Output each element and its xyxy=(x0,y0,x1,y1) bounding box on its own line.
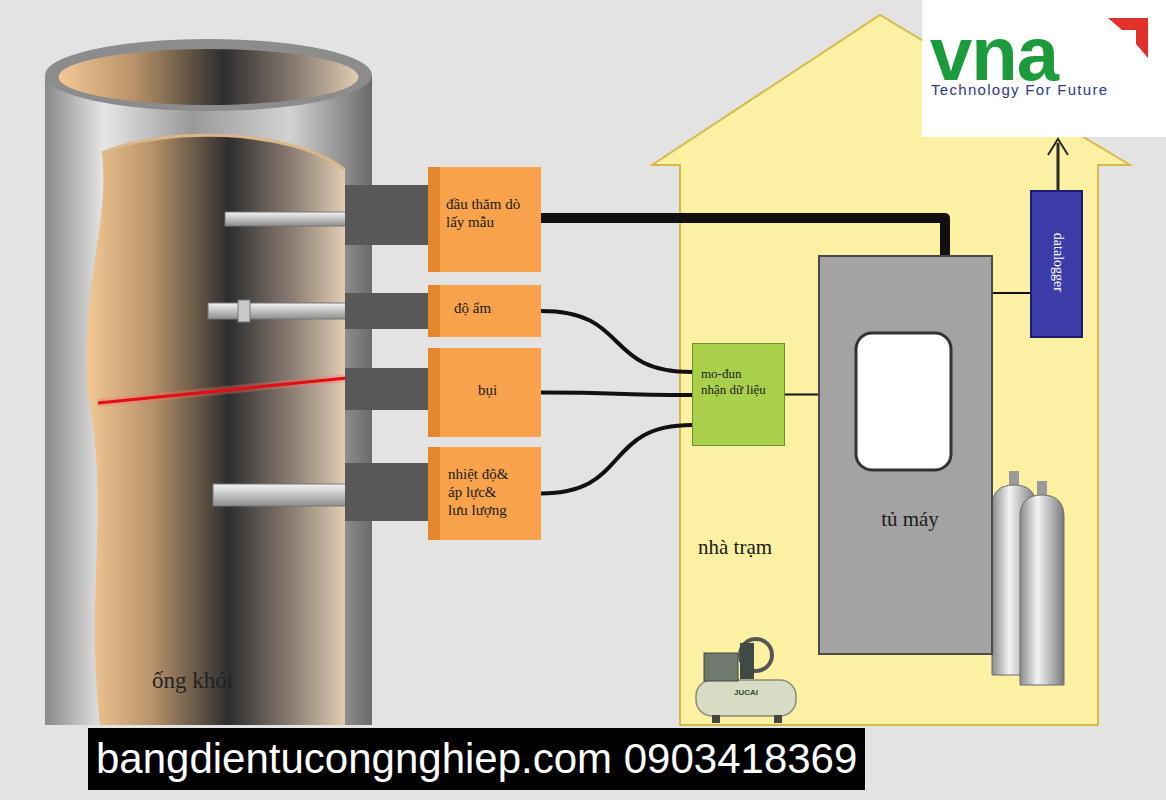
sampling-probe-box: đầu thăm dò lấy mẫu xyxy=(428,167,541,272)
humidity-sensor-box: độ ẩm xyxy=(428,285,541,337)
connector-line xyxy=(785,394,818,396)
connector-line xyxy=(541,218,945,255)
node-text: đầu thăm dò lấy mẫu xyxy=(446,195,532,231)
chimney-illustration xyxy=(40,35,428,735)
watermark: bangdientucongnghiep.com 0903418369 xyxy=(88,728,865,790)
dust-sensor-box: bụi xyxy=(428,348,541,437)
node-text: ống khói xyxy=(152,667,272,695)
node-text: độ ẩm xyxy=(454,299,534,317)
connector-line xyxy=(541,311,692,372)
brand-mark: JUCAI xyxy=(734,688,758,697)
logo-slogan: Technology For Future xyxy=(931,81,1108,99)
connector-line xyxy=(993,292,1030,294)
equipment-cabinet: tủ máy xyxy=(818,255,993,655)
node-text: tủ máy xyxy=(860,507,960,532)
node-text: nhà trạm xyxy=(698,535,818,560)
datalogger-box: datalogger xyxy=(1030,190,1083,338)
connector-line xyxy=(541,425,692,494)
cabinet-window xyxy=(820,257,991,653)
flow-sensor-box: nhiệt độ& áp lực& lưu lượng xyxy=(428,447,541,540)
connector-line xyxy=(541,393,692,396)
node-text: nhiệt độ& áp lực& lưu lượng xyxy=(448,465,520,519)
chimney: ống khói xyxy=(40,35,428,735)
data-receiver-module: mo-đun nhận dữ liệu xyxy=(692,343,785,446)
node-text: bụi xyxy=(478,381,528,399)
node-text: datalogger xyxy=(1050,188,1067,336)
node-text: mo-đun nhận dữ liệu xyxy=(701,366,767,397)
